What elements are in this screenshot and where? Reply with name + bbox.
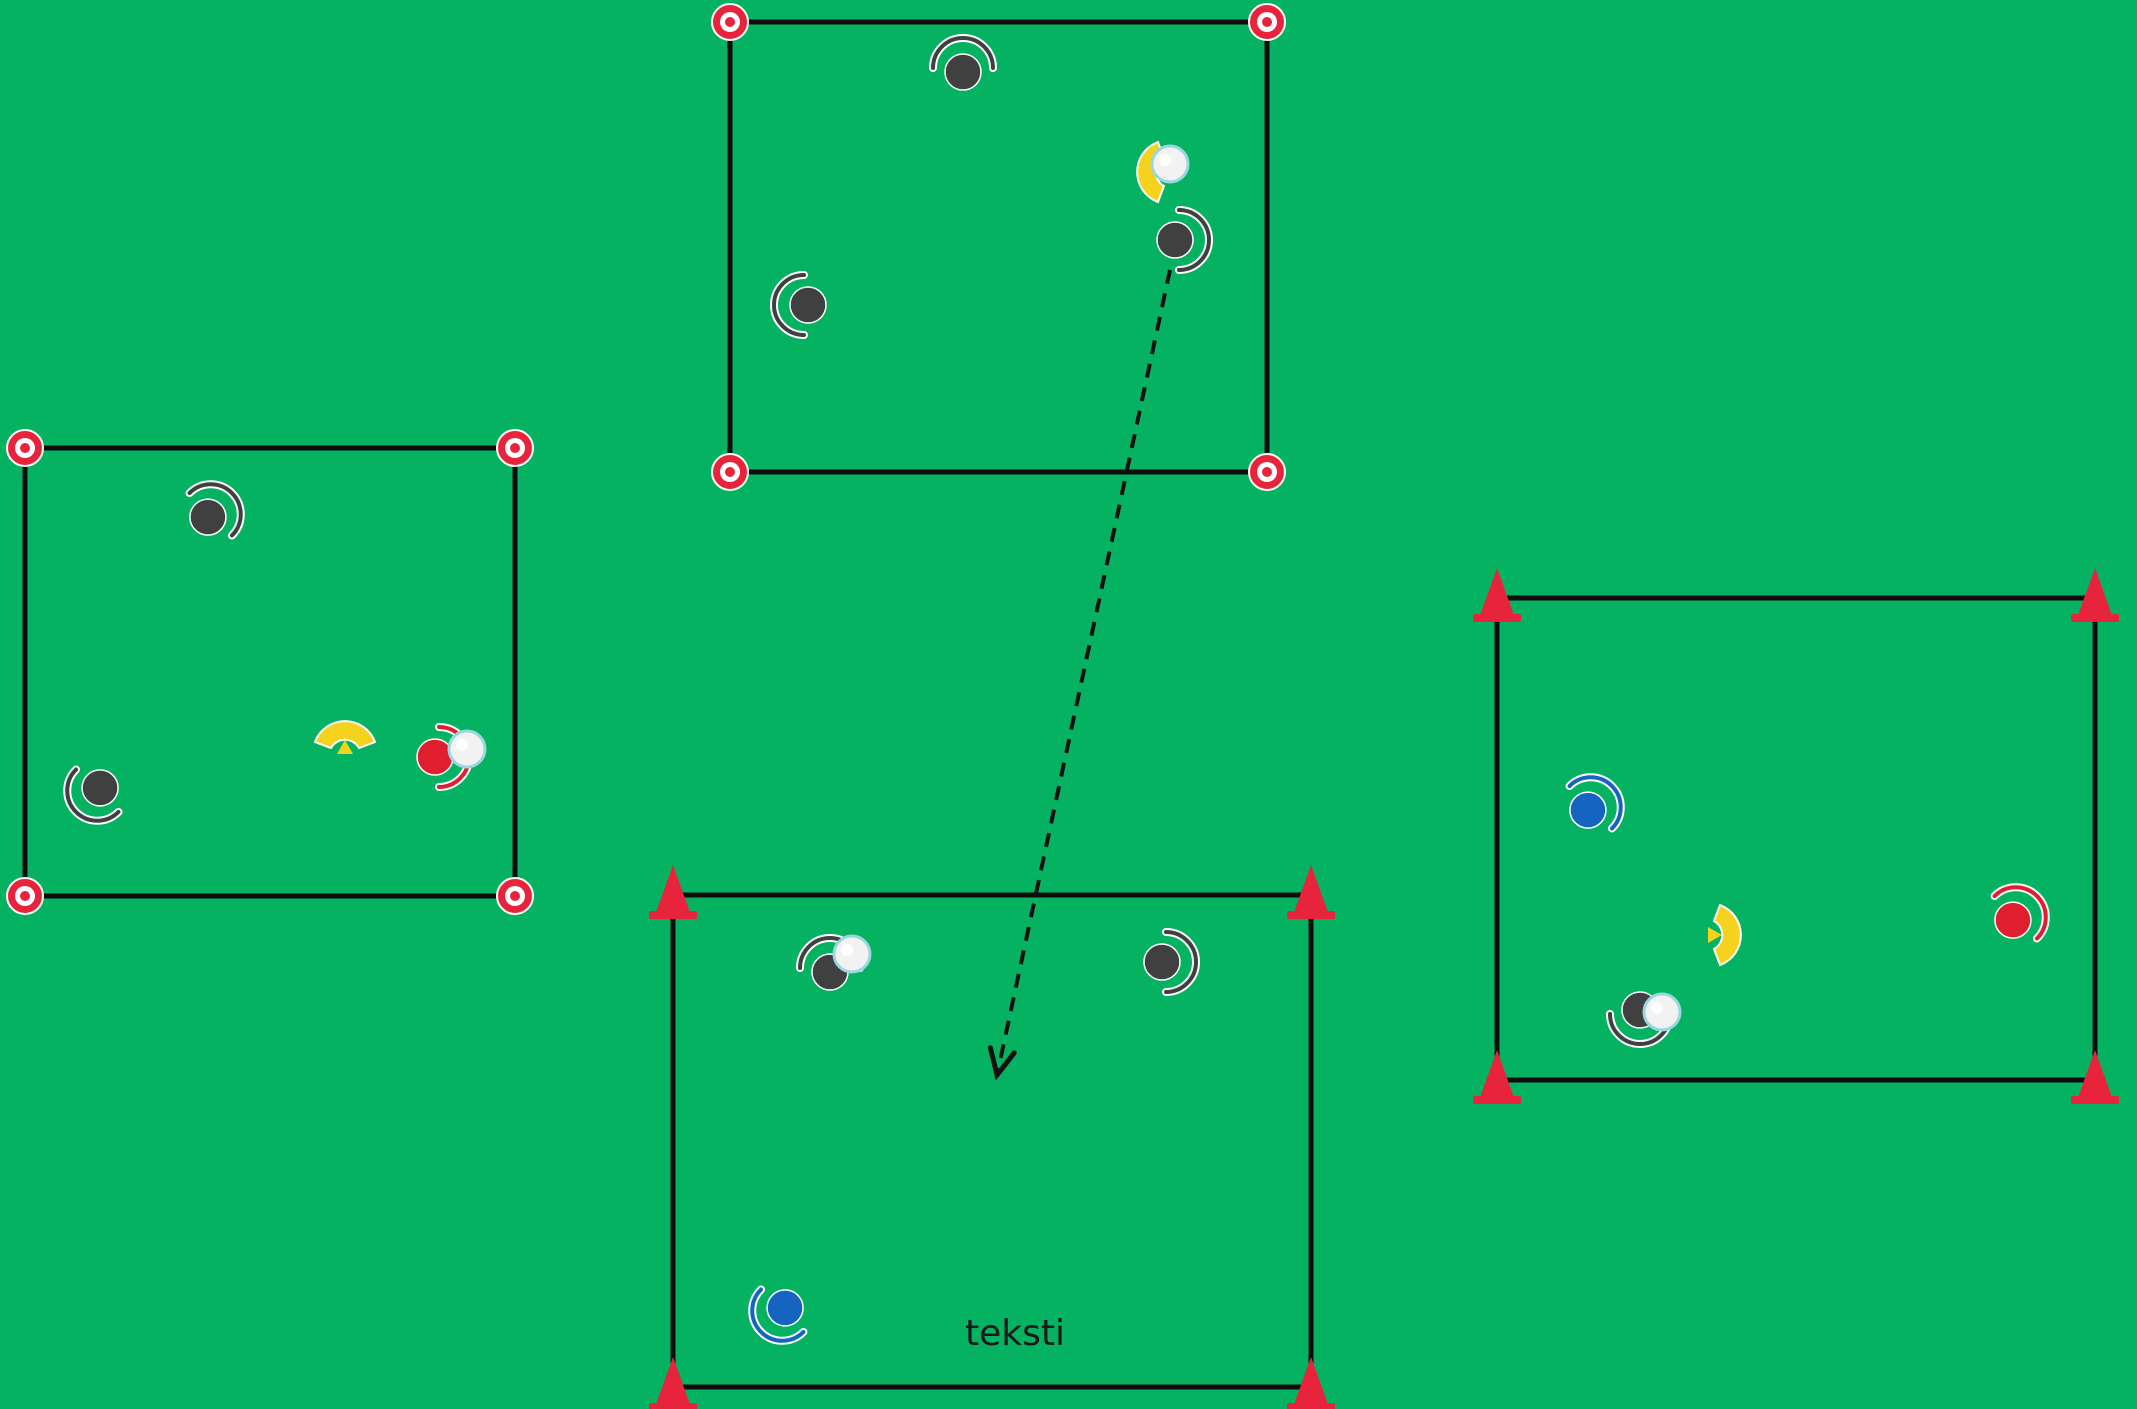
- ball-icon: [449, 731, 485, 767]
- ball-icon: [1152, 146, 1188, 182]
- ball-icon: [1644, 994, 1680, 1030]
- disc-marker-icon: [1249, 454, 1285, 490]
- disc-marker-icon: [497, 430, 533, 466]
- disc-marker-icon: [7, 878, 43, 914]
- disc-marker-icon: [7, 430, 43, 466]
- ball-icon: [834, 936, 870, 972]
- teksti-label: teksti: [965, 1313, 1065, 1354]
- disc-marker-icon: [1249, 4, 1285, 40]
- disc-marker-icon: [497, 878, 533, 914]
- disc-marker-icon: [712, 4, 748, 40]
- disc-marker-icon: [712, 454, 748, 490]
